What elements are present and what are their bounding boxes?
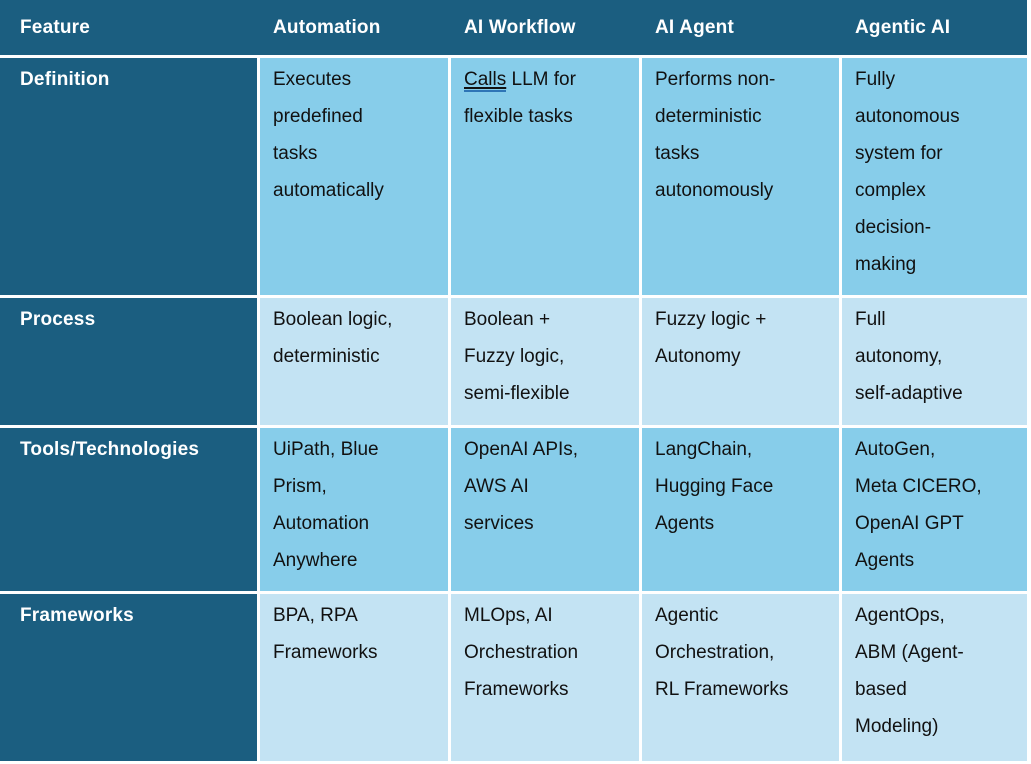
cell-definition-automation: Executes predefined tasks automatically: [260, 58, 448, 295]
cell-process-agentic-ai: Full autonomy, self-adaptive: [842, 298, 1027, 425]
column-header-automation: Automation: [273, 16, 381, 38]
column-header-feature: Feature: [20, 16, 91, 38]
column-header-agentic-ai: Agentic AI: [855, 16, 951, 38]
column-header-ai-agent: AI Agent: [655, 16, 735, 38]
cell-process-ai-agent: Fuzzy logic + Autonomy: [642, 298, 839, 425]
calls-link[interactable]: Calls: [464, 69, 507, 92]
cell-tools-agentic-ai: AutoGen, Meta CICERO, OpenAI GPT Agents: [842, 428, 1027, 591]
table-row-frameworks: Frameworks BPA, RPA Frameworks MLOps, AI…: [0, 594, 1027, 761]
row-label-frameworks: Frameworks: [0, 594, 257, 761]
cell-tools-automation: UiPath, Blue Prism, Automation Anywhere: [260, 428, 448, 591]
cell-process-ai-workflow: Boolean + Fuzzy logic, semi-flexible: [451, 298, 639, 425]
cell-definition-agentic-ai: Fully autonomous system for complex deci…: [842, 58, 1027, 295]
table-row-tools-technologies: Tools/Technologies UiPath, Blue Prism, A…: [0, 428, 1027, 591]
cell-frameworks-agentic-ai: AgentOps, ABM (Agent- based Modeling): [842, 594, 1027, 761]
row-label-definition: Definition: [0, 58, 257, 295]
cell-frameworks-ai-workflow: MLOps, AI Orchestration Frameworks: [451, 594, 639, 761]
cell-definition-ai-workflow: Calls LLM for flexible tasks: [451, 58, 639, 295]
column-header-ai-workflow: AI Workflow: [464, 16, 576, 38]
table-row-process: Process Boolean logic, deterministic Boo…: [0, 298, 1027, 425]
cell-frameworks-automation: BPA, RPA Frameworks: [260, 594, 448, 761]
cell-definition-ai-workflow-text: LLM for flexible tasks: [464, 69, 576, 127]
row-label-process: Process: [0, 298, 257, 425]
cell-definition-ai-agent: Performs non- deterministic tasks autono…: [642, 58, 839, 295]
table-header-row: Feature Automation AI Workflow AI Agent …: [0, 0, 1027, 55]
table-row-definition: Definition Executes predefined tasks aut…: [0, 58, 1027, 295]
cell-tools-ai-agent: LangChain, Hugging Face Agents: [642, 428, 839, 591]
row-label-tools-technologies: Tools/Technologies: [0, 428, 257, 591]
cell-tools-ai-workflow: OpenAI APIs, AWS AI services: [451, 428, 639, 591]
cell-process-automation: Boolean logic, deterministic: [260, 298, 448, 425]
cell-frameworks-ai-agent: Agentic Orchestration, RL Frameworks: [642, 594, 839, 761]
